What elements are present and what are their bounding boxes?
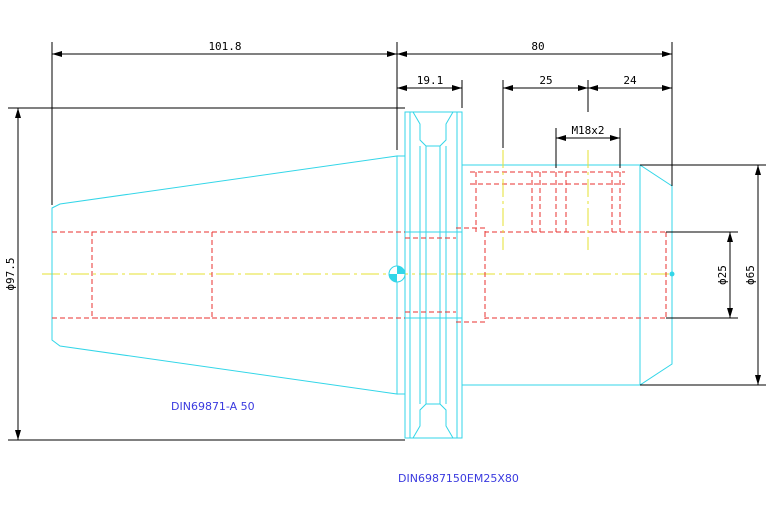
shank-outline: [462, 164, 673, 386]
dim-flange-diameter: ϕ97.5: [4, 257, 17, 290]
hidden-bore: [52, 227, 667, 323]
dim-hole-spacing-1: 25: [539, 74, 552, 87]
taper-standard-note: DIN69871-A 50: [171, 400, 255, 413]
dim-overall-left: 101.8: [208, 40, 241, 53]
part-number-note: DIN6987150EM25X80: [398, 472, 519, 485]
hidden-screw-holes: [470, 171, 625, 232]
dim-hole-spacing-2: 24: [623, 74, 637, 87]
taper-outline: [51, 155, 398, 395]
dimension-lines: [8, 42, 766, 441]
flange-outline: [396, 111, 470, 439]
dim-thread: M18x2: [571, 124, 604, 137]
hole-centerlines: [502, 150, 589, 250]
gauge-point-icon: [388, 265, 675, 283]
dim-flange: 19.1: [417, 74, 444, 87]
dim-overall-right: 80: [531, 40, 544, 53]
dim-body-diameter: ϕ65: [744, 265, 757, 285]
dim-bore-diameter: ϕ25: [716, 265, 729, 285]
